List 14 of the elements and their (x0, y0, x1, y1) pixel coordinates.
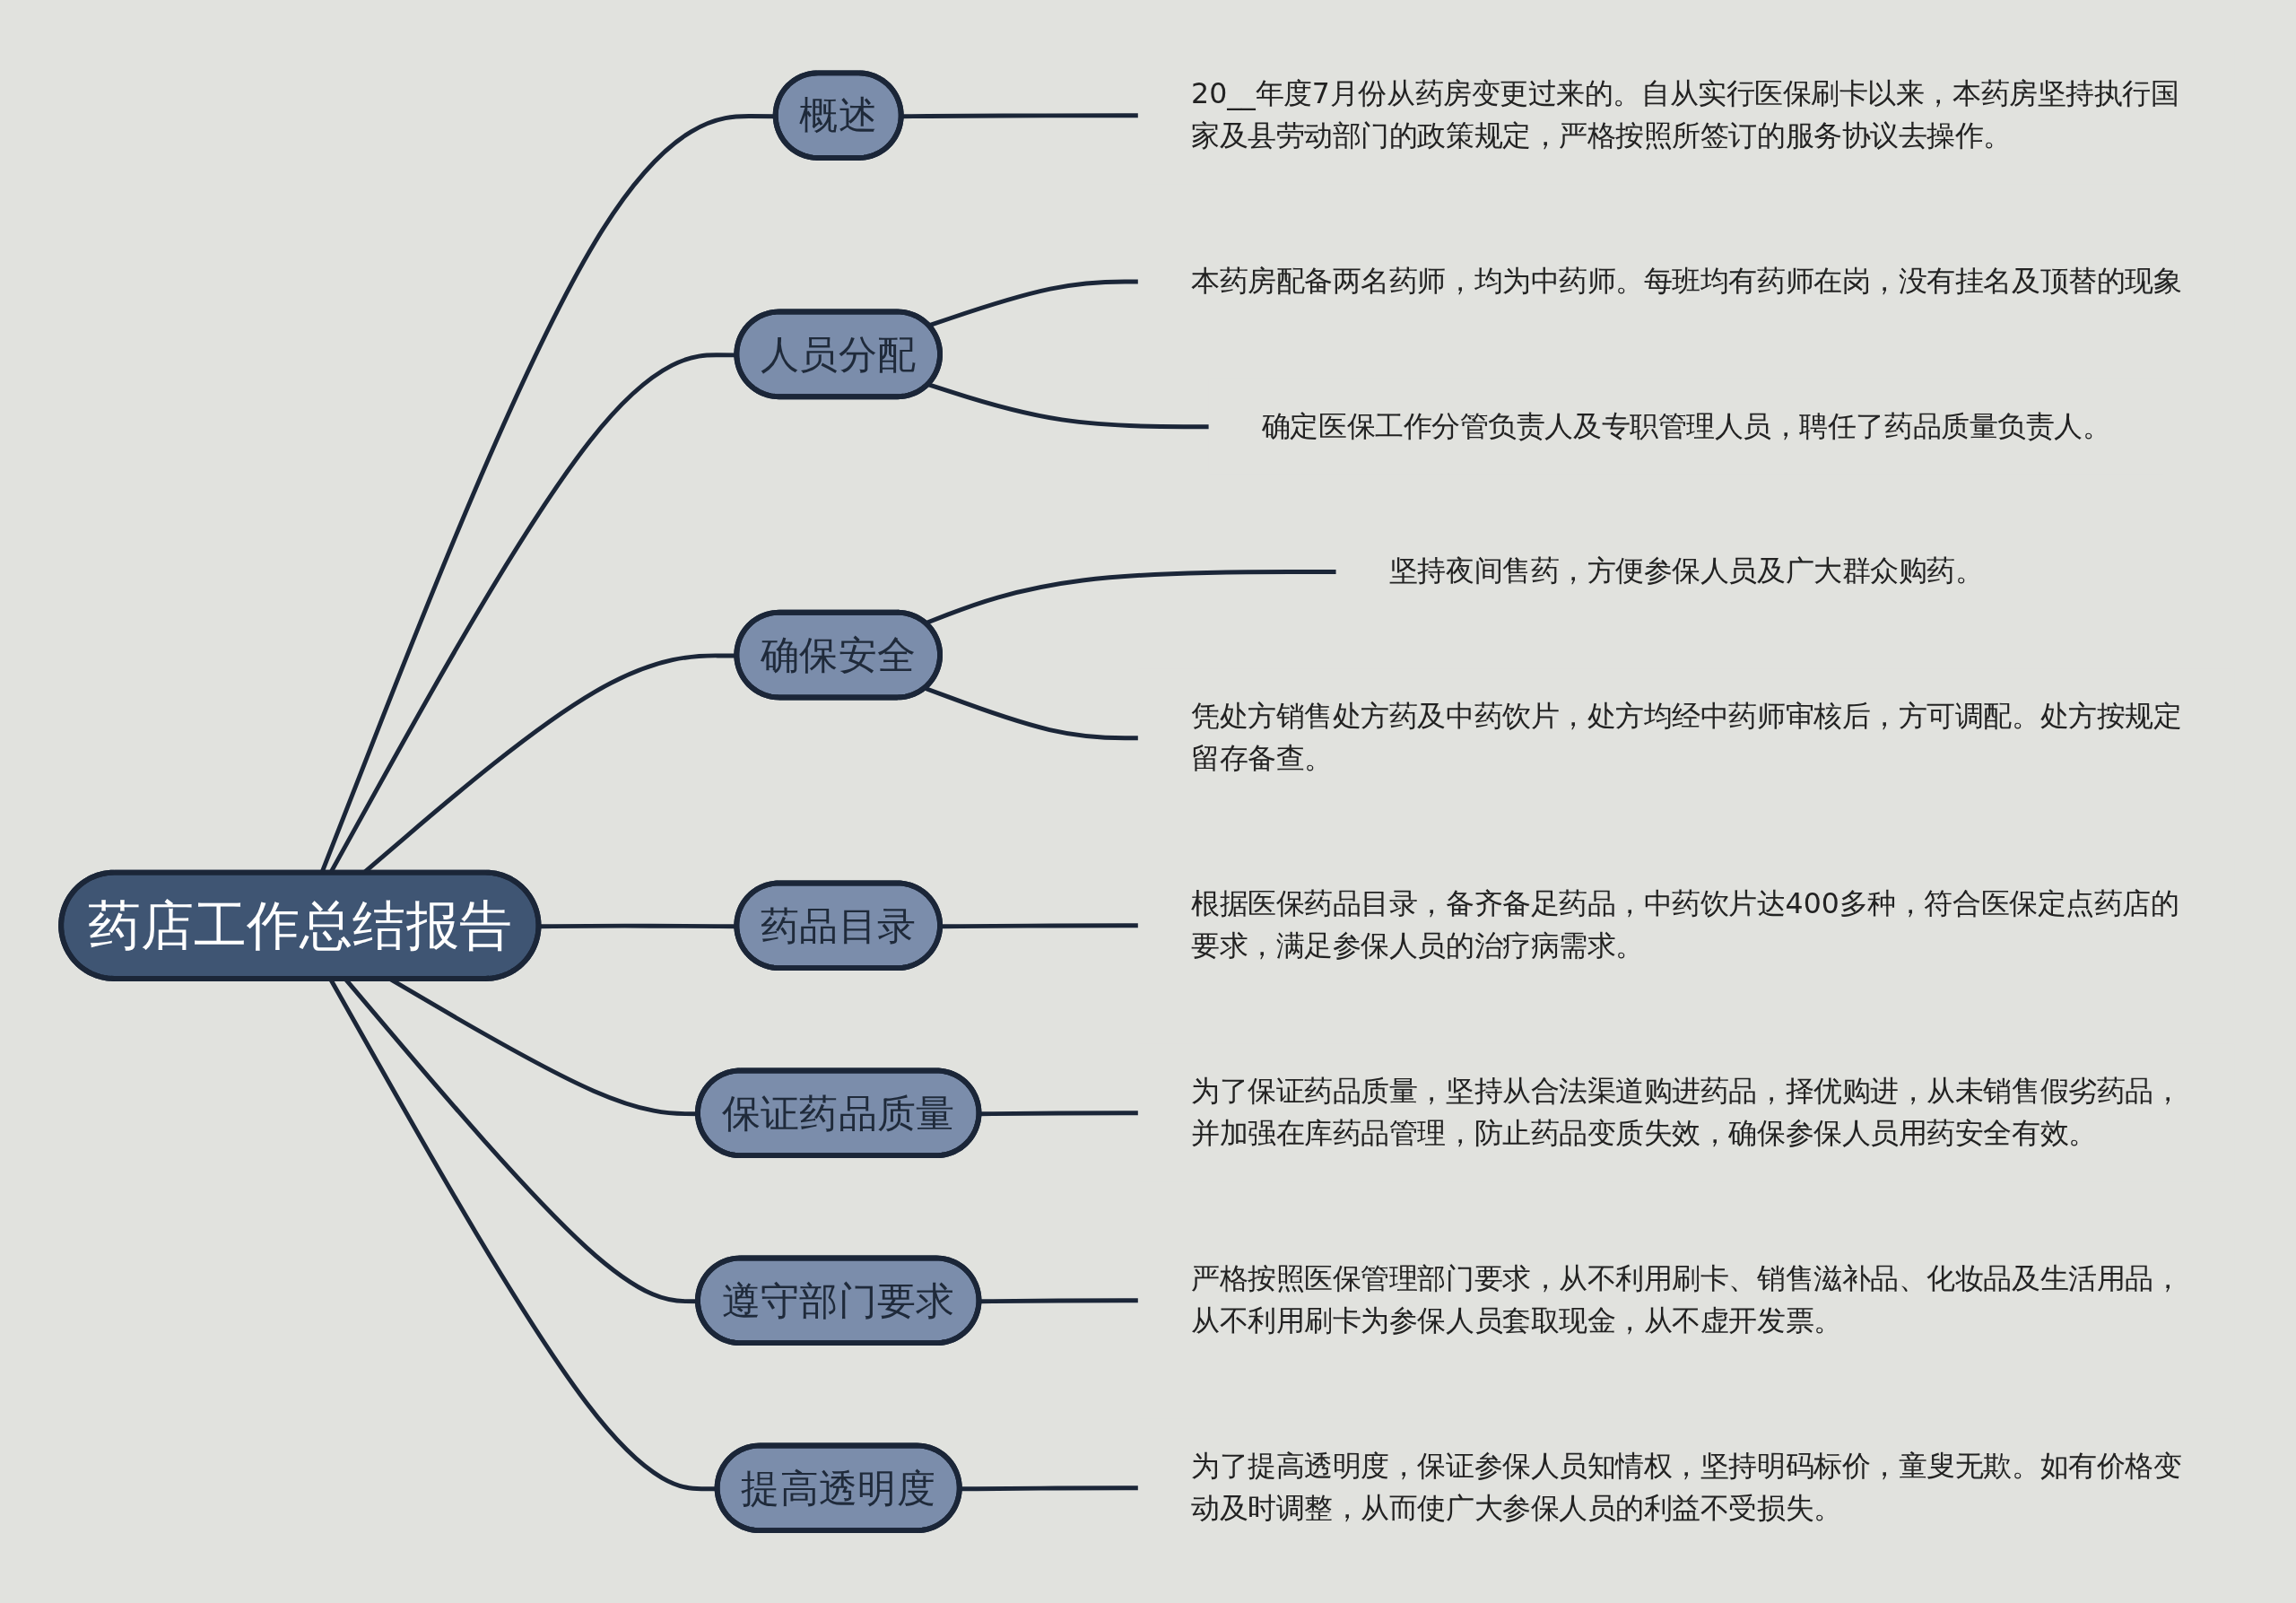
node-text: 坚持夜间售药，方便参保人员及广大群众购药。 (1389, 553, 1984, 588)
node-text: 为了提高透明度，保证参保人员知情权，坚持明码标价，童叟无欺。如有价格变动及时调整，从而使广大参保人员的利益不受损失。 (1191, 1449, 2182, 1525)
node-text: 本药房配备两名药师，均为中药师。每班均有药师在岗，没有挂名及顶替的现象 (1191, 264, 2182, 298)
connector (925, 569, 1336, 625)
node-text: 确定医保工作分管负责人及专职管理人员，聘任了药品质量负责人。 (1262, 408, 2111, 443)
node-text: 根据医保药品目录，备齐备足药品，中药饮片达400多种，符合医保定点药店的要求，满足参保人员的治疗病需求。 (1191, 886, 2179, 963)
node-text: 为了保证药品质量，坚持从合法渠道购进药品，择优购进，从未销售假劣药品，并加强在库药品管理，防止药品变质失效，确保参保人员用药安全有效。 (1191, 1074, 2182, 1150)
connector (941, 923, 1139, 928)
node-text: 严格按照医保管理部门要求，从不利用刷卡、销售滋补品、化妆品及生活用品，从不利用刷卡为参保人员套取现金，从不虚开发票。 (1191, 1261, 2182, 1337)
node-text: 20__年度7月份从药房变更过来的。自从实行医保刷卡以来，本药房坚持执行国家及县劳动部门的政策规定，严格按照所签订的服务协议去操作。 (1191, 76, 2179, 152)
connector (928, 279, 1139, 327)
connector (925, 685, 1139, 740)
connector (928, 382, 1209, 429)
node-text: 凭处方销售处方药及中药饮片，处方均经中药师审核后，方可调配。处方按规定留存备查。 (1191, 699, 2182, 775)
